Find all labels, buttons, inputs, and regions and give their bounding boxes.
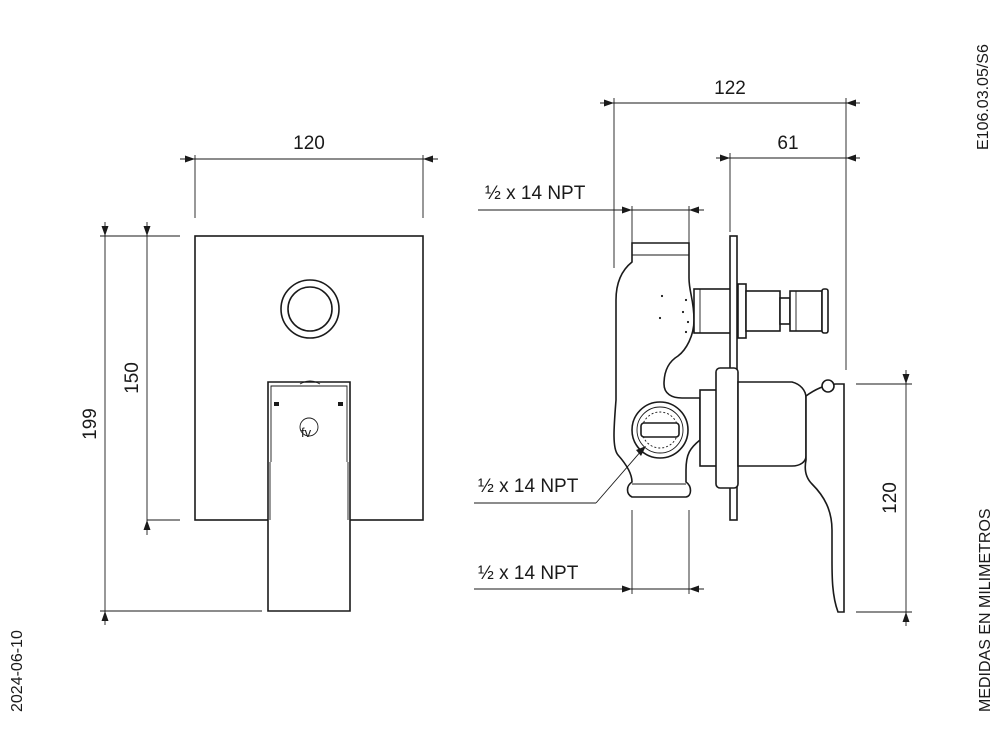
front-view: fv 120 199 150 — [80, 133, 438, 625]
dim-side-depth-overall: 122 — [600, 78, 860, 370]
logo-text: fv — [301, 425, 312, 440]
drawing-code: E106.03.05/S6 — [975, 44, 992, 150]
diverter-knob — [280, 279, 340, 339]
dim-thread-top: ½ x 14 NPT — [478, 183, 704, 243]
depth-overall-label: 122 — [714, 78, 746, 99]
dim-side-depth-partial: 61 — [716, 133, 860, 232]
depth-partial-label: 61 — [777, 133, 798, 154]
dim-lever-height: 120 — [856, 370, 912, 626]
thread-bottom-label: ½ x 14 NPT — [478, 563, 579, 584]
dim-front-height-overall: 199 — [80, 222, 262, 625]
drawing-date: 2024-06-10 — [9, 630, 26, 712]
valve-body — [613, 242, 701, 498]
front-height-plate-label: 150 — [122, 362, 143, 394]
front-height-overall-label: 199 — [80, 408, 101, 440]
dim-front-width: 120 — [180, 133, 438, 218]
thread-top-label: ½ x 14 NPT — [485, 183, 586, 204]
side-view: 122 61 120 ½ x 14 NPT — [474, 78, 912, 626]
dim-front-height-plate: 150 — [122, 222, 180, 535]
middle-port — [631, 401, 689, 459]
dim-thread-bottom: ½ x 14 NPT — [474, 510, 704, 594]
thread-middle-label: ½ x 14 NPT — [478, 476, 579, 497]
lever-cartridge — [699, 367, 845, 613]
casting-marks — [658, 294, 690, 334]
diverter-stem — [693, 283, 829, 339]
fv-logo: fv — [299, 417, 319, 440]
front-width-label: 120 — [293, 133, 325, 154]
lever-handle — [267, 380, 351, 612]
lever-height-label: 120 — [880, 482, 901, 514]
dim-thread-middle: ½ x 14 NPT — [474, 446, 646, 504]
units-note: MEDIDAS EN MILIMETROS — [977, 508, 994, 712]
